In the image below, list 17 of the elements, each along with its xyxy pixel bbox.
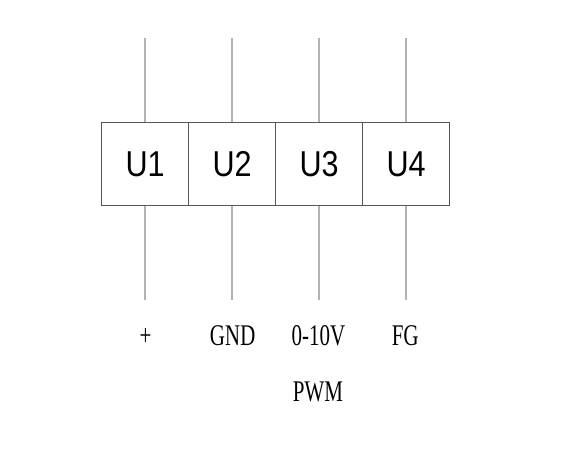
terminal-box	[188, 122, 276, 206]
signal-label: 0-10V	[291, 318, 345, 354]
wire	[144, 206, 146, 300]
signal-label: PWM	[292, 374, 344, 410]
signal-label: +	[139, 318, 151, 354]
terminal-box	[275, 122, 363, 206]
wire	[144, 38, 146, 122]
terminal-box	[101, 122, 189, 206]
wire	[318, 38, 320, 122]
terminal-label: U2	[212, 143, 252, 185]
terminal-box	[362, 122, 450, 206]
terminal-label: U4	[386, 143, 426, 185]
terminal-label: U3	[299, 143, 339, 185]
wire	[318, 206, 320, 300]
signal-label: FG	[392, 318, 418, 354]
signal-label: GND	[209, 318, 255, 354]
terminal-label: U1	[125, 143, 165, 185]
